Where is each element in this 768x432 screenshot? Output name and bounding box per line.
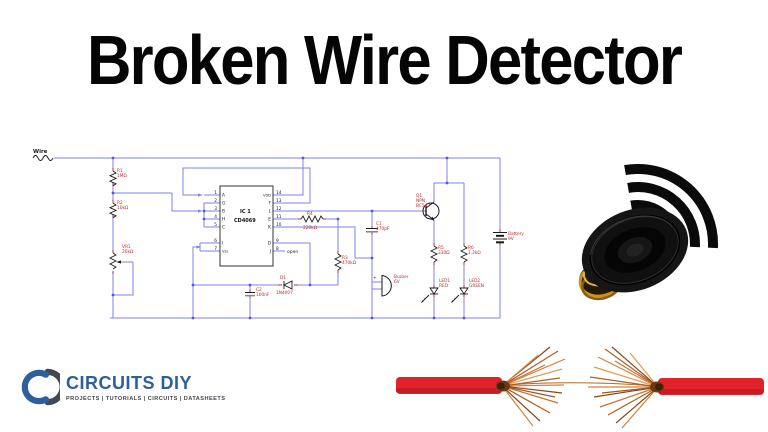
potentiometer-vr1: VR1 20kΩ — [108, 244, 134, 274]
svg-text:CD4069: CD4069 — [234, 218, 256, 224]
svg-text:220kΩ: 220kΩ — [303, 225, 318, 231]
svg-text:10kΩ: 10kΩ — [117, 205, 129, 211]
svg-text:BC547: BC547 — [416, 203, 430, 209]
led1: LED1 RED — [421, 278, 450, 303]
svg-text:6V: 6V — [394, 279, 400, 285]
svg-text:L: L — [269, 209, 272, 215]
svg-text:470kΩ: 470kΩ — [342, 260, 357, 266]
svg-text:470pF: 470pF — [376, 226, 390, 232]
brand-name: CIRCUITS DIY — [66, 372, 193, 393]
svg-text:9V: 9V — [508, 236, 514, 242]
frayed-copper-right — [588, 346, 664, 429]
svg-text:Buzzer: Buzzer — [394, 274, 409, 280]
cd-monogram-icon — [21, 368, 60, 406]
svg-text:Vss: Vss — [222, 250, 228, 254]
svg-text:8: 8 — [276, 246, 279, 252]
svg-text:LED1: LED1 — [439, 278, 450, 284]
svg-text:F: F — [269, 201, 272, 207]
svg-text:14: 14 — [276, 190, 282, 196]
svg-text:IC 1: IC 1 — [240, 209, 251, 215]
svg-text:K: K — [268, 225, 271, 231]
speaker-body — [578, 207, 689, 301]
svg-text:Battery: Battery — [508, 231, 524, 237]
svg-text:13: 13 — [276, 198, 282, 204]
svg-text:4: 4 — [214, 214, 217, 220]
svg-text:GREEN: GREEN — [469, 283, 484, 289]
resistor-r2: R2 10kΩ — [108, 200, 129, 219]
ic-cd4069: IC 1 CD4069 1 2 3 4 5 6 7 A G B H C I Vs… — [214, 185, 298, 267]
svg-text:E: E — [268, 217, 271, 223]
svg-text:+: + — [373, 275, 377, 281]
svg-text:B: B — [222, 209, 225, 215]
svg-text:R4: R4 — [307, 211, 313, 217]
svg-text:VDD: VDD — [263, 194, 271, 198]
resistor-r1: R1 1MΩ — [108, 168, 127, 187]
frayed-copper-left — [496, 346, 566, 427]
led2: LED2 GREEN — [451, 278, 484, 303]
brand-tagline: PROJECTS | TUTORIALS | CIRCUITS | DATASH… — [66, 395, 226, 402]
svg-text:1: 1 — [214, 190, 217, 196]
svg-text:C: C — [222, 225, 225, 231]
resistor-r5: R5 330Ω — [429, 243, 450, 265]
svg-text:H: H — [222, 217, 225, 223]
speaker-illustration — [578, 163, 718, 301]
svg-text:R2: R2 — [117, 200, 123, 206]
svg-text:R6: R6 — [468, 245, 474, 251]
svg-text:6: 6 — [214, 238, 217, 244]
svg-text:A: A — [222, 193, 225, 199]
svg-text:330Ω: 330Ω — [438, 250, 450, 256]
wire-left-segment — [396, 377, 502, 394]
svg-text:R5: R5 — [438, 245, 444, 251]
svg-text:R1: R1 — [117, 168, 123, 174]
battery: Battery 9V — [493, 229, 524, 245]
diode-d1: D1 1N4007 — [276, 275, 298, 296]
svg-text:1.2kΩ: 1.2kΩ — [468, 250, 481, 256]
transistor-q1: Q1 NPN BC547 — [416, 193, 440, 221]
page-title: Broken Wire Detector — [86, 21, 683, 99]
svg-text:R3: R3 — [342, 255, 348, 261]
copper-strand-bridge — [507, 382, 653, 387]
svg-text:I: I — [222, 241, 223, 247]
svg-text:RED: RED — [439, 283, 449, 289]
svg-text:9: 9 — [276, 238, 279, 244]
wire-under-test-symbol: Wire — [32, 149, 54, 161]
svg-text:1N4007: 1N4007 — [276, 290, 293, 296]
resistor-r6: R6 1.2kΩ — [459, 243, 481, 265]
svg-text:NPN: NPN — [416, 198, 425, 204]
svg-text:LED2: LED2 — [469, 278, 480, 284]
svg-text:11: 11 — [276, 214, 282, 220]
svg-text:100nF: 100nF — [256, 292, 270, 298]
svg-text:1MΩ: 1MΩ — [117, 173, 127, 179]
svg-text:12: 12 — [276, 206, 282, 212]
circuits-diy-logo: CIRCUITS DIY PROJECTS | TUTORIALS | CIRC… — [14, 362, 225, 412]
svg-text:5: 5 — [214, 222, 217, 228]
svg-text:10: 10 — [276, 222, 282, 228]
svg-text:G: G — [222, 201, 225, 207]
wire-label: Wire — [33, 149, 48, 155]
capacitor-c2: C2 100nF — [245, 287, 270, 298]
svg-text:3: 3 — [214, 206, 217, 212]
svg-text:C2: C2 — [256, 287, 262, 293]
svg-text:J: J — [269, 249, 271, 255]
pin8-open-note: open — [287, 250, 298, 255]
schematic-wires — [54, 156, 501, 320]
resistor-r4: R4 220kΩ — [298, 211, 326, 231]
circuit-schematic: Wire R1 1MΩ R2 10kΩ VR1 20kΩ IC 1 CD4069… — [32, 149, 524, 320]
svg-text:D1: D1 — [280, 275, 286, 281]
svg-text:Q1: Q1 — [416, 193, 422, 199]
svg-text:20kΩ: 20kΩ — [122, 249, 134, 255]
svg-text:2: 2 — [214, 198, 217, 204]
broken-wire-illustration — [396, 346, 764, 429]
svg-text:7: 7 — [214, 246, 217, 252]
capacitor-c1: C1 470pF — [366, 221, 390, 235]
junction-dots — [111, 156, 466, 320]
wire-right-segment — [658, 378, 764, 395]
svg-text:C1: C1 — [376, 221, 382, 227]
resistor-r3: R3 470kΩ — [333, 251, 357, 273]
svg-text:VR1: VR1 — [122, 244, 131, 250]
buzzer: + Buzzer 6V — [373, 274, 409, 297]
svg-text:D: D — [268, 241, 272, 247]
